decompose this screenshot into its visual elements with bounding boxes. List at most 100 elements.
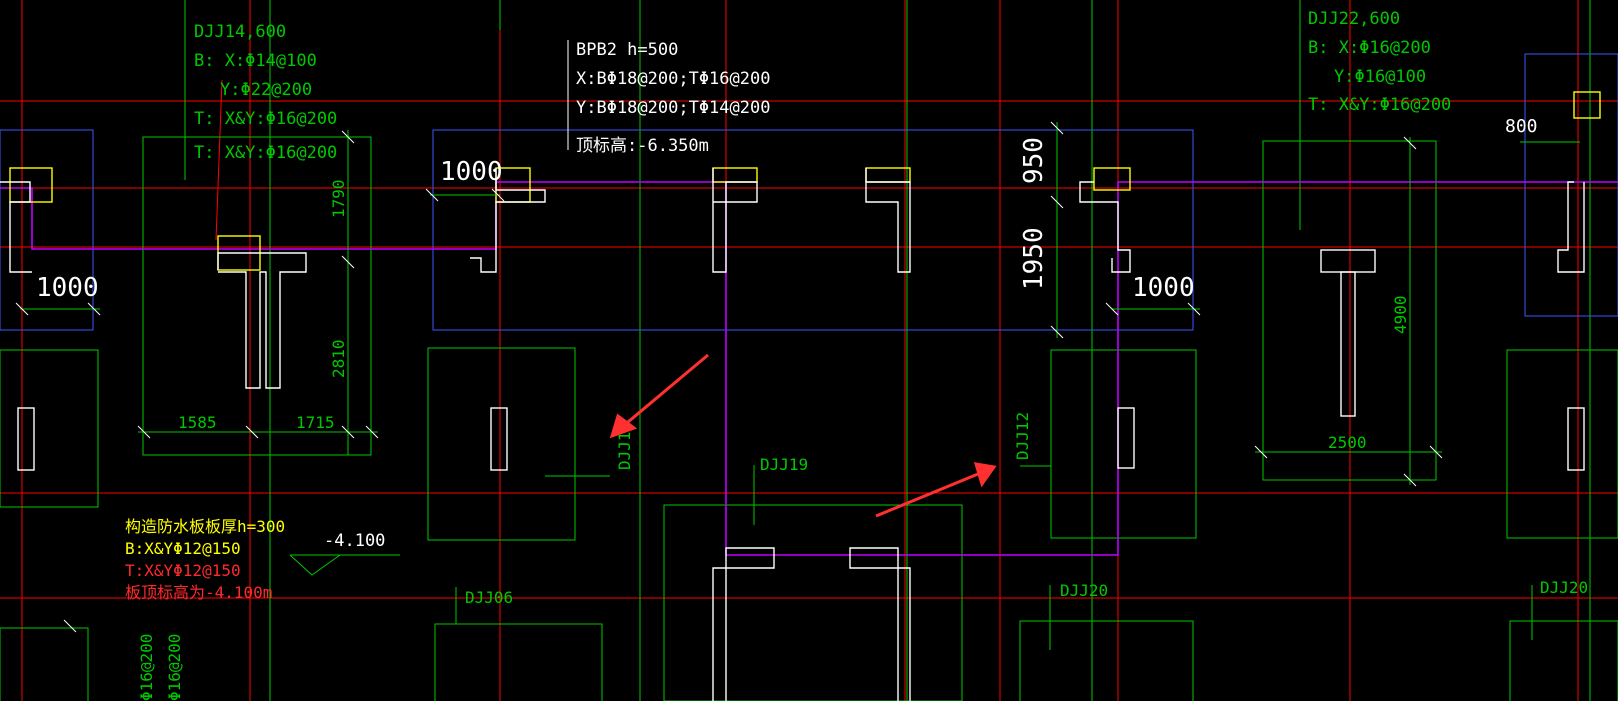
dim-tick	[1050, 195, 1064, 209]
dim-tick	[245, 425, 259, 439]
djj19-label: DJJ19	[760, 455, 808, 474]
slab-outline	[1524, 53, 1618, 317]
wall-dimensions: 1000 1000 1000 950 1950	[36, 137, 1195, 303]
foundation-pad	[0, 627, 89, 701]
djj22-note: DJJ22,600 B: X:Φ16@200 Y:Φ16@100 T: X&Y:…	[1308, 9, 1451, 115]
dim-1715: 1715	[296, 413, 335, 432]
note-line: 顶标高:-6.350m	[576, 136, 709, 156]
dimension-lines	[20, 122, 1580, 650]
djj20-label: DJJ20	[1540, 578, 1588, 597]
note-line: X:BΦ18@200;TΦ16@200	[576, 69, 770, 89]
t-wall-web	[1340, 271, 1356, 417]
dim-tick	[1403, 473, 1417, 487]
dim-tick	[1429, 445, 1443, 459]
wall-stub	[1567, 407, 1585, 471]
dim-tick	[341, 130, 355, 144]
column	[9, 167, 53, 203]
dim-1000-top: 1000	[440, 157, 503, 187]
note-line: Y:Φ22@200	[220, 80, 312, 100]
arrow-shaft	[621, 353, 709, 429]
dim-tick	[1050, 325, 1064, 339]
t-wall	[217, 252, 307, 389]
dim-tick	[137, 425, 151, 439]
column	[1093, 167, 1131, 191]
axis-line-slant	[215, 79, 223, 241]
dim-2810: 2810	[329, 339, 348, 378]
djj12-label: DJJ12	[1013, 412, 1032, 460]
note-line: B: X:Φ16@200	[1308, 38, 1431, 58]
foundation-pad	[0, 349, 99, 508]
foundation-beam-line	[0, 181, 1618, 556]
foundation-labels: DJJ19 DJJ06 DJJ20 DJJ20 DJJ1 DJJ12 Φ16@2…	[137, 412, 1588, 701]
wall-outline	[865, 168, 911, 273]
wall-stub	[1117, 407, 1135, 469]
djj19-pad	[663, 504, 963, 701]
slab-outlines	[0, 53, 1618, 331]
dim-tick	[341, 255, 355, 269]
dim-tick	[15, 302, 29, 316]
djj22-pad	[1262, 140, 1437, 481]
dim-1950: 1950	[1019, 227, 1049, 290]
beam-lines	[0, 181, 1618, 556]
dim-4900: 4900	[1391, 295, 1410, 334]
dim-tick	[1403, 136, 1417, 150]
dimension-ticks	[15, 121, 1443, 633]
arrow-head	[973, 462, 997, 488]
note-line: B:X&YΦ12@150	[125, 539, 241, 558]
wall-outline	[849, 547, 911, 701]
dim-tick	[341, 425, 355, 439]
rebar-label: Φ16@200	[165, 634, 184, 701]
dim-tick	[1050, 121, 1064, 135]
dim-1000-right: 1000	[1132, 273, 1195, 303]
wall-outline	[712, 168, 758, 273]
elevation-label: -4.100	[324, 531, 385, 551]
djj20-label: DJJ20	[1060, 581, 1108, 600]
wall-outline	[712, 547, 775, 701]
note-line: T:X&YΦ12@150	[125, 561, 241, 580]
dim-1000-left: 1000	[36, 273, 99, 303]
djj06-pad	[434, 623, 603, 701]
dim-tick	[1254, 445, 1268, 459]
rebar-label: Φ16@200	[137, 634, 156, 701]
dim-2500: 2500	[1328, 433, 1367, 452]
note-line: BPB2 h=500	[576, 40, 678, 60]
dim-800: 800	[1505, 116, 1538, 137]
note-line: Y:Φ16@100	[1334, 67, 1426, 87]
dim-1585: 1585	[178, 413, 217, 432]
column	[1573, 91, 1601, 119]
dim-1790: 1790	[329, 179, 348, 218]
dim-950: 950	[1019, 137, 1049, 184]
note-line: DJJ14,600	[194, 22, 286, 42]
djj14-note: DJJ14,600 B: X:Φ14@100 Y:Φ22@200 T: X&Y:…	[194, 22, 337, 163]
wall-outline	[470, 168, 546, 273]
note-line: 构造防水板板厚h=300	[125, 517, 285, 536]
note-line: DJJ22,600	[1308, 9, 1400, 29]
wall-stub	[17, 407, 35, 471]
djj06-label: DJJ06	[465, 588, 513, 607]
note-line: B: X:Φ14@100	[194, 51, 317, 71]
djj1-label: DJJ1	[615, 431, 634, 470]
foundation-pad	[1506, 349, 1618, 539]
pad-dimensions: 1790 2810 1585 1715 4900 2500	[178, 179, 1410, 452]
slab-outline	[0, 129, 94, 331]
djj14-pad	[142, 136, 372, 456]
djj20-pad	[1019, 620, 1194, 701]
djj12-pad	[1050, 349, 1197, 539]
note-line: T: X&Y:Φ16@200	[194, 143, 337, 163]
dim-tick	[365, 425, 379, 439]
waterproof-note: 构造防水板板厚h=300 B:X&YΦ12@150 T:X&YΦ12@150 板…	[125, 517, 285, 602]
arrow-head	[609, 413, 638, 439]
dim-tick	[1187, 302, 1201, 316]
note-line: 板顶标高为-4.100m	[125, 583, 272, 602]
wall-outline	[1079, 181, 1131, 273]
bpb2-note: BPB2 h=500 X:BΦ18@200;TΦ16@200 Y:BΦ18@20…	[576, 40, 770, 156]
djj1-pad	[427, 347, 576, 541]
wall-outline	[1557, 181, 1585, 273]
note-line: T: X&Y:Φ16@200	[1308, 95, 1451, 115]
note-line: Y:BΦ18@200;TΦ14@200	[576, 98, 770, 118]
dim-tick	[491, 188, 505, 202]
foundation-pads	[0, 136, 1618, 701]
dim-tick	[1105, 302, 1119, 316]
arrow-shaft	[875, 472, 979, 518]
